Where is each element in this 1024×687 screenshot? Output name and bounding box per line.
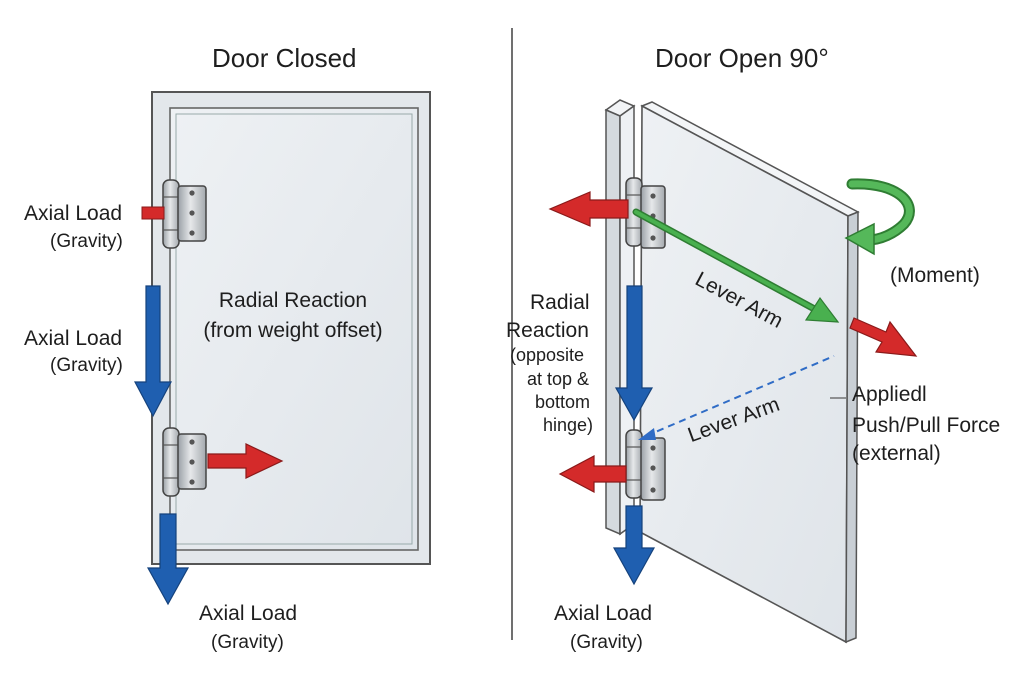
applied-label-line1: Appliedl xyxy=(852,383,927,406)
closed-door xyxy=(151,91,431,565)
radial-label-line1: Radial xyxy=(530,291,590,314)
radial-label-line2: Reaction xyxy=(506,319,589,342)
radial-reaction-label: Radial Reaction xyxy=(218,289,368,312)
axial-load-arrow-right-top xyxy=(614,285,654,422)
panel-title-open: Door Open 90° xyxy=(655,43,829,73)
radial-label-line6: hinge) xyxy=(543,415,594,435)
radial-reaction-arrow-bottom xyxy=(558,455,627,493)
axial-load-right-sublabel: (Gravity) xyxy=(570,632,643,653)
radial-label-line5: bottom xyxy=(535,392,591,412)
moment-label: (Moment) xyxy=(890,264,980,287)
radial-label-line4: at top & xyxy=(527,369,590,389)
radial-reaction-arrow-top xyxy=(548,191,629,227)
panel-title-closed: Door Closed xyxy=(212,43,357,73)
axial-load-arrow-right-bottom xyxy=(612,505,656,586)
applied-label-line2: Push/Pull Force xyxy=(852,414,1001,437)
axial-load-arrow-mid xyxy=(134,285,172,418)
axial-load-mid-sublabel: (Gravity) xyxy=(50,355,123,376)
radial-reaction-sublabel: (from weight offset) xyxy=(203,319,383,342)
axial-load-right-label: Axial Load xyxy=(554,602,653,625)
hinge-icon xyxy=(162,427,207,497)
hinge-icon xyxy=(625,177,666,249)
axial-load-mid-label: Axial Load xyxy=(24,327,123,350)
axial-load-bottom-sublabel: (Gravity) xyxy=(211,632,284,653)
moment-arrow-icon xyxy=(844,178,915,256)
hinge-icon xyxy=(625,429,666,501)
radial-label-line3: (opposite xyxy=(510,345,585,365)
lever-arm-arrow xyxy=(632,208,840,323)
axial-load-top-label: Axial Load xyxy=(24,202,123,225)
axial-load-marker xyxy=(141,206,165,220)
axial-load-bottom-label: Axial Load xyxy=(199,602,298,625)
dashed-lever-arm xyxy=(638,355,835,440)
open-door xyxy=(639,101,860,644)
radial-reaction-arrow xyxy=(207,443,284,479)
applied-label-line3: (external) xyxy=(852,442,941,465)
axial-load-arrow-bottom xyxy=(146,513,190,606)
axial-load-top-sublabel: (Gravity) xyxy=(50,231,123,252)
applied-force-arrow xyxy=(849,317,918,357)
hinge-icon xyxy=(162,179,207,249)
